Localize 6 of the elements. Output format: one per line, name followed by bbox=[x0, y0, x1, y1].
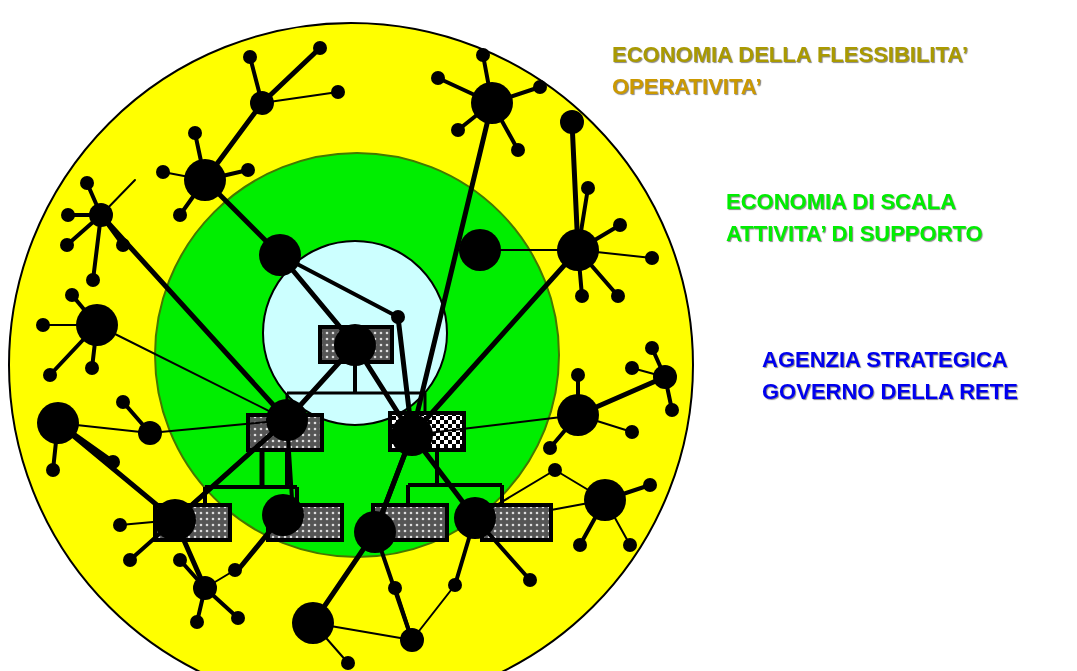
zone-caption: AGENZIA STRATEGICA bbox=[762, 347, 1008, 373]
zone-caption: GOVERNO DELLA RETE bbox=[762, 379, 1018, 405]
zone-caption: ECONOMIA DI SCALA bbox=[726, 189, 957, 215]
zone-caption: ECONOMIA DELLA FLESSIBILITA’ bbox=[612, 42, 969, 68]
zone-caption: ATTIVITA’ DI SUPPORTO bbox=[726, 221, 983, 247]
zone-caption: OPERATIVITA’ bbox=[612, 74, 762, 100]
